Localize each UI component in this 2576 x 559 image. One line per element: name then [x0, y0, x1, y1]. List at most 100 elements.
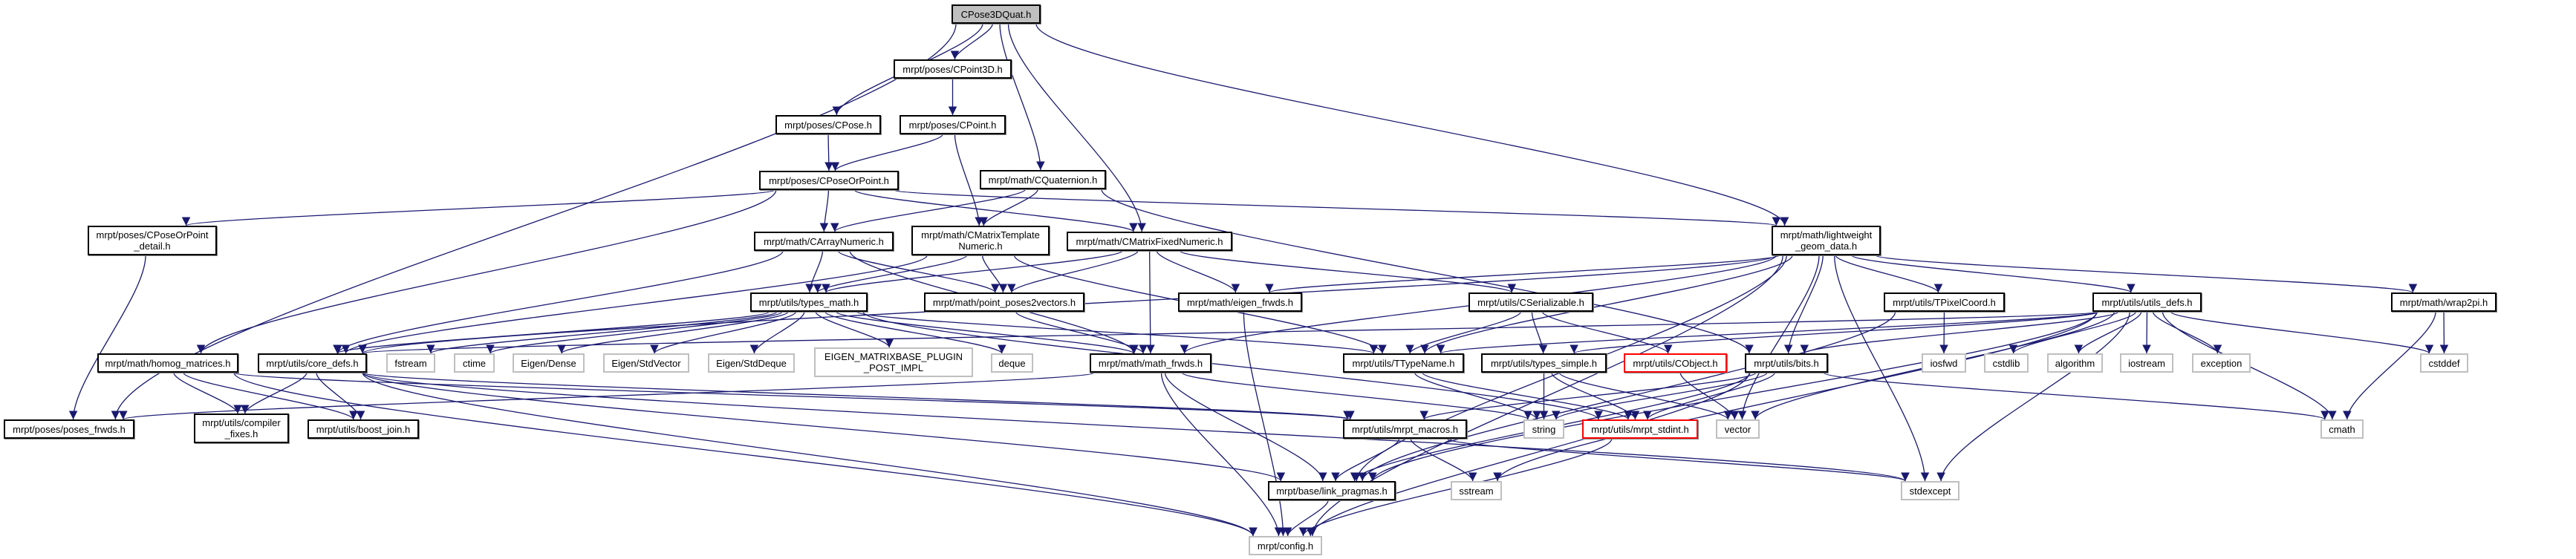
edge-lightweight-to-ttypename: [1420, 255, 1793, 354]
edge-cmatrixfixednumeric-to-point_poses2vectors: [1007, 250, 1139, 293]
edge-utils_defs-to-sstream: [1493, 311, 2098, 482]
node-carraynumeric[interactable]: mrpt/math/CArrayNumeric.h: [754, 232, 894, 251]
edge-mrpt_macros-to-stdexcept: [1446, 438, 1910, 482]
edge-carraynumeric-to-types_math: [805, 250, 824, 293]
node-iosfwd: iosfwd: [1922, 353, 1966, 373]
node-label: mrpt/utils/compiler: [202, 417, 281, 428]
node-types-math[interactable]: mrpt/utils/types_math.h: [750, 292, 868, 312]
node-eigen-stddeque: Eigen/StdDeque: [708, 353, 795, 373]
node-label: mrpt/config.h: [1257, 540, 1314, 552]
node-cposeorpoint[interactable]: mrpt/poses/CPoseOrPoint.h: [759, 171, 899, 190]
node-tpixelcoord[interactable]: mrpt/utils/TPixelCoord.h: [1884, 292, 2005, 312]
edge-root-to-cpoint3d: [950, 23, 993, 60]
node-label: EIGEN_MATRIXBASE_PLUGIN: [824, 351, 963, 362]
node-cobject[interactable]: mrpt/utils/CObject.h: [1624, 353, 1727, 373]
node-cposeorpoint-detail[interactable]: mrpt/poses/CPoseOrPoint_detail.h: [88, 226, 217, 255]
node-homog-matrices[interactable]: mrpt/math/homog_matrices.h: [97, 353, 238, 373]
node-point-poses2vectors[interactable]: mrpt/math/point_poses2vectors.h: [924, 292, 1084, 312]
node-eigen-matrixbase-plugin: EIGEN_MATRIXBASE_PLUGIN_POST_IMPL: [814, 347, 973, 377]
node-label: mrpt/poses/poses_frwds.h: [13, 423, 126, 435]
node-label: mrpt/utils/bits.h: [1754, 357, 1819, 369]
edge-utils_defs-to-core_defs: [360, 311, 2098, 354]
edge-bits-to-mrpt_macros: [1419, 372, 1757, 420]
edge-utils_defs-to-link_pragmas: [1368, 311, 2098, 482]
edge-cmatrixfixednumeric-to-math_frwds: [1146, 250, 1155, 354]
node-sstream: sstream: [1451, 481, 1502, 500]
edge-cmatrixtemplatenumeric-to-core_defs: [341, 255, 928, 354]
node-core-defs[interactable]: mrpt/utils/core_defs.h: [258, 353, 367, 373]
node-math-frwds[interactable]: mrpt/math/math_frwds.h: [1090, 353, 1211, 373]
edge-core_defs-to-mrpt_macros: [362, 372, 1354, 420]
node-eigen-frwds[interactable]: mrpt/math/eigen_frwds.h: [1178, 292, 1302, 312]
edge-cquaternion-to-carraynumeric: [830, 189, 1027, 232]
edge-cobject-to-vector: [1679, 372, 1740, 420]
edge-utils_defs-to-cstddef: [2170, 311, 2434, 354]
edge-types_math-to-mrpt_stdint: [862, 311, 1603, 420]
edge-cserializable-to-cobject: [1541, 311, 1673, 354]
node-eigen-dense: Eigen/Dense: [513, 353, 585, 373]
edge-bits-to-config: [1306, 372, 1750, 537]
edge-cpose-to-cposeorpoint: [824, 134, 833, 171]
node-label: mrpt/base/link_pragmas.h: [1276, 485, 1388, 497]
edge-homog_matrices-to-mrpt_macros: [233, 372, 1351, 420]
node-mrpt-macros[interactable]: mrpt/utils/mrpt_macros.h: [1343, 419, 1467, 439]
edge-homog_matrices-to-boost_join: [183, 372, 358, 420]
edge-root-to-cmatrixfixednumeric: [1007, 23, 1147, 232]
node-label: mrpt/poses/CPoint3D.h: [902, 63, 1003, 75]
node-label: fstream: [394, 357, 427, 369]
node-types-simple[interactable]: mrpt/utils/types_simple.h: [1481, 353, 1607, 373]
node-ttypename[interactable]: mrpt/utils/TTypeName.h: [1343, 353, 1464, 373]
edge-bits-to-mrpt_stdint: [1643, 372, 1775, 420]
node-utils-defs[interactable]: mrpt/utils/utils_defs.h: [2092, 292, 2202, 312]
edge-bits-to-string: [1552, 372, 1768, 420]
edge-mrpt_macros-to-sstream: [1410, 438, 1477, 482]
node-label: string: [1532, 423, 1556, 435]
node-cpoint3d[interactable]: mrpt/poses/CPoint3D.h: [894, 59, 1012, 79]
node-bits[interactable]: mrpt/utils/bits.h: [1745, 353, 1828, 373]
edge-utils_defs-to-exception: [2152, 311, 2222, 354]
edge-utils_defs-to-cstdlib: [2009, 311, 2136, 354]
node-config: mrpt/config.h: [1249, 536, 1322, 555]
node-label: vector: [1724, 423, 1752, 435]
node-iostream: iostream: [2120, 353, 2173, 373]
node-boost-join[interactable]: mrpt/utils/boost_join.h: [308, 419, 419, 439]
edge-carraynumeric-to-core_defs: [334, 250, 784, 354]
node-label: cstdlib: [1992, 357, 2020, 369]
node-label: mrpt/math/CArrayNumeric.h: [764, 235, 884, 247]
node-label-line2: _detail.h: [134, 241, 171, 252]
node-label: mrpt/math/wrap2pi.h: [2399, 296, 2488, 308]
edge-types_math-to-ctime: [486, 311, 783, 354]
node-cstdlib: cstdlib: [1984, 353, 2029, 373]
edge-core_defs-to-stdexcept: [362, 372, 1910, 482]
edge-mrpt_macros-to-link_pragmas: [1331, 438, 1400, 482]
node-wrap2pi[interactable]: mrpt/math/wrap2pi.h: [2391, 292, 2497, 312]
node-cmatrixfixednumeric[interactable]: mrpt/math/CMatrixFixedNumeric.h: [1067, 232, 1232, 251]
node-cpoint[interactable]: mrpt/poses/CPoint.h: [900, 115, 1006, 134]
node-cserializable[interactable]: mrpt/utils/CSerializable.h: [1468, 292, 1593, 312]
edge-root-to-lightweight: [1035, 23, 1789, 226]
node-label: iosfwd: [1930, 357, 1958, 369]
node-label: ctime: [462, 357, 487, 369]
node-poses-frwds[interactable]: mrpt/poses/poses_frwds.h: [4, 419, 134, 439]
edge-core_defs-to-compiler_fixes: [240, 372, 308, 414]
node-cquaternion[interactable]: mrpt/math/CQuaternion.h: [980, 170, 1106, 189]
edge-core_defs-to-link_pragmas: [362, 372, 1285, 482]
edge-cmatrixtemplatenumeric-to-point_poses2vectors: [981, 255, 1008, 293]
edge-types_math-to-math_frwds: [836, 311, 1138, 354]
edge-utils_defs-to-stdexcept: [1936, 311, 2130, 482]
node-label: mrpt/math/eigen_frwds.h: [1186, 296, 1294, 308]
node-lightweight-geom-data[interactable]: mrpt/math/lightweight_geom_data.h: [1772, 226, 1881, 255]
node-cpose[interactable]: mrpt/poses/CPose.h: [775, 115, 881, 134]
node-compiler-fixes[interactable]: mrpt/utils/compiler_fixes.h: [194, 413, 289, 443]
node-link-pragmas[interactable]: mrpt/base/link_pragmas.h: [1268, 481, 1396, 500]
node-label: sstream: [1459, 485, 1494, 497]
node-root-file[interactable]: CPose3DQuat.h: [952, 4, 1041, 24]
edge-tpixelcoord-to-link_pragmas: [1358, 311, 1896, 482]
node-label: mrpt/poses/CPoseOrPoint: [96, 229, 209, 241]
node-deque: deque: [991, 353, 1033, 373]
node-string: string: [1523, 419, 1564, 439]
node-mrpt-stdint[interactable]: mrpt/utils/mrpt_stdint.h: [1582, 419, 1698, 439]
node-eigen-stdvector: Eigen/StdVector: [603, 353, 689, 373]
edge-core_defs-to-boost_join: [316, 372, 365, 420]
